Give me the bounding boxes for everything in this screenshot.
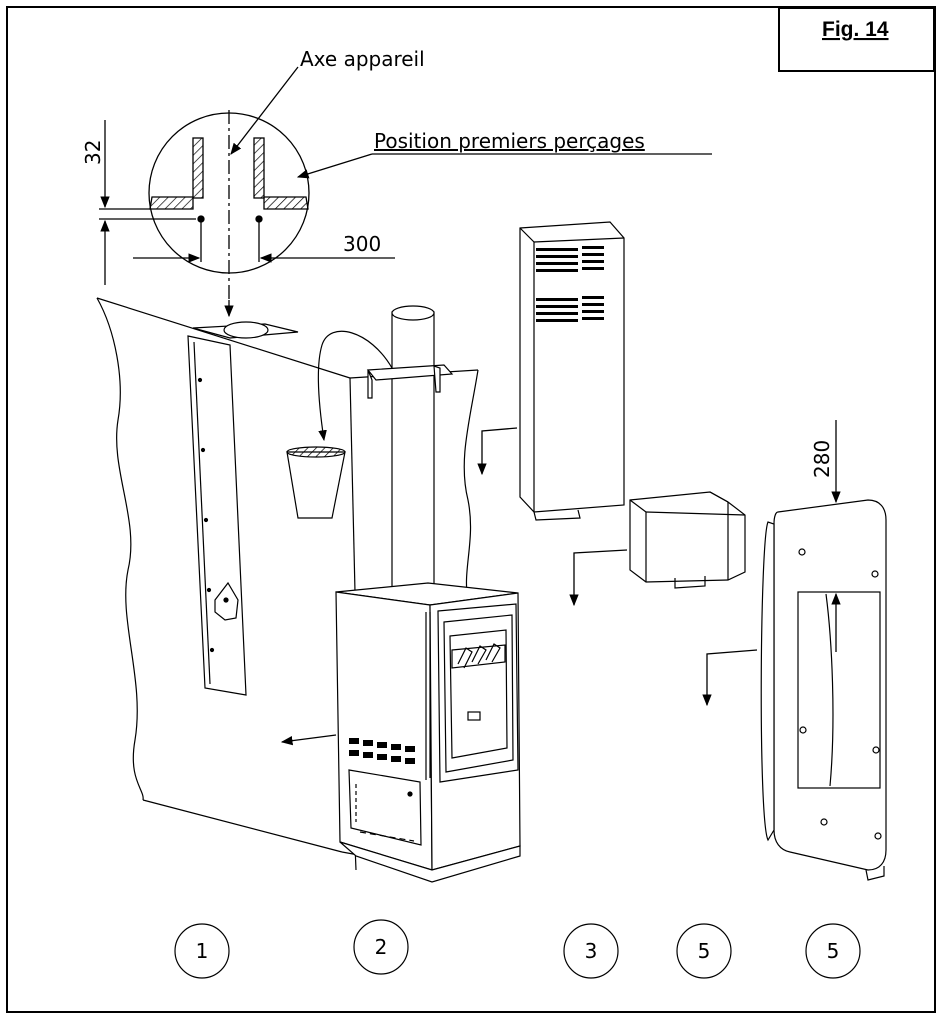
part-number-circle-3 [563,923,619,979]
part-5-small-cover [629,491,746,589]
part-number-circle-5 [805,923,861,979]
pipe-bracket [366,364,454,399]
part-number-circle-2 [353,919,409,975]
part-numbers [174,919,861,979]
dimension-300-label: 300 [343,232,381,256]
holes-leader [296,153,712,179]
detail-circle [99,110,310,300]
part-2-stove [335,582,521,883]
part-number-5: 5 [827,939,840,963]
wall-ceiling [96,297,479,871]
axis-leader [230,66,299,155]
part-3-arrow [477,427,518,476]
part-number-2: 2 [375,935,388,959]
part-number-3: 3 [585,939,598,963]
part-3-cover [519,221,625,521]
axis-annotation: Axe appareil [300,47,425,71]
part-number-1: 1 [196,939,209,963]
part-5-front-frame [760,499,887,881]
part-1-panel [187,335,247,696]
part-5-front-arrow [702,649,758,707]
cup-part [286,446,346,519]
figure-label: Fig. 14 [822,18,889,41]
dimension-280-label: 280 [810,440,834,478]
flue-pipe [391,305,435,595]
page-frame [6,6,936,1013]
dimension-32-label: 32 [81,140,105,165]
part-number-circle-4 [676,923,732,979]
holes-annotation: Position premiers perçages [374,129,645,153]
part-number-circle-1 [174,923,230,979]
part-5-small-arrow [569,549,628,607]
cup-arrow [317,330,393,442]
figure-label-box: Fig. 14 [778,7,935,72]
part-2-arrow [280,734,337,746]
part-number-4: 5 [698,939,711,963]
